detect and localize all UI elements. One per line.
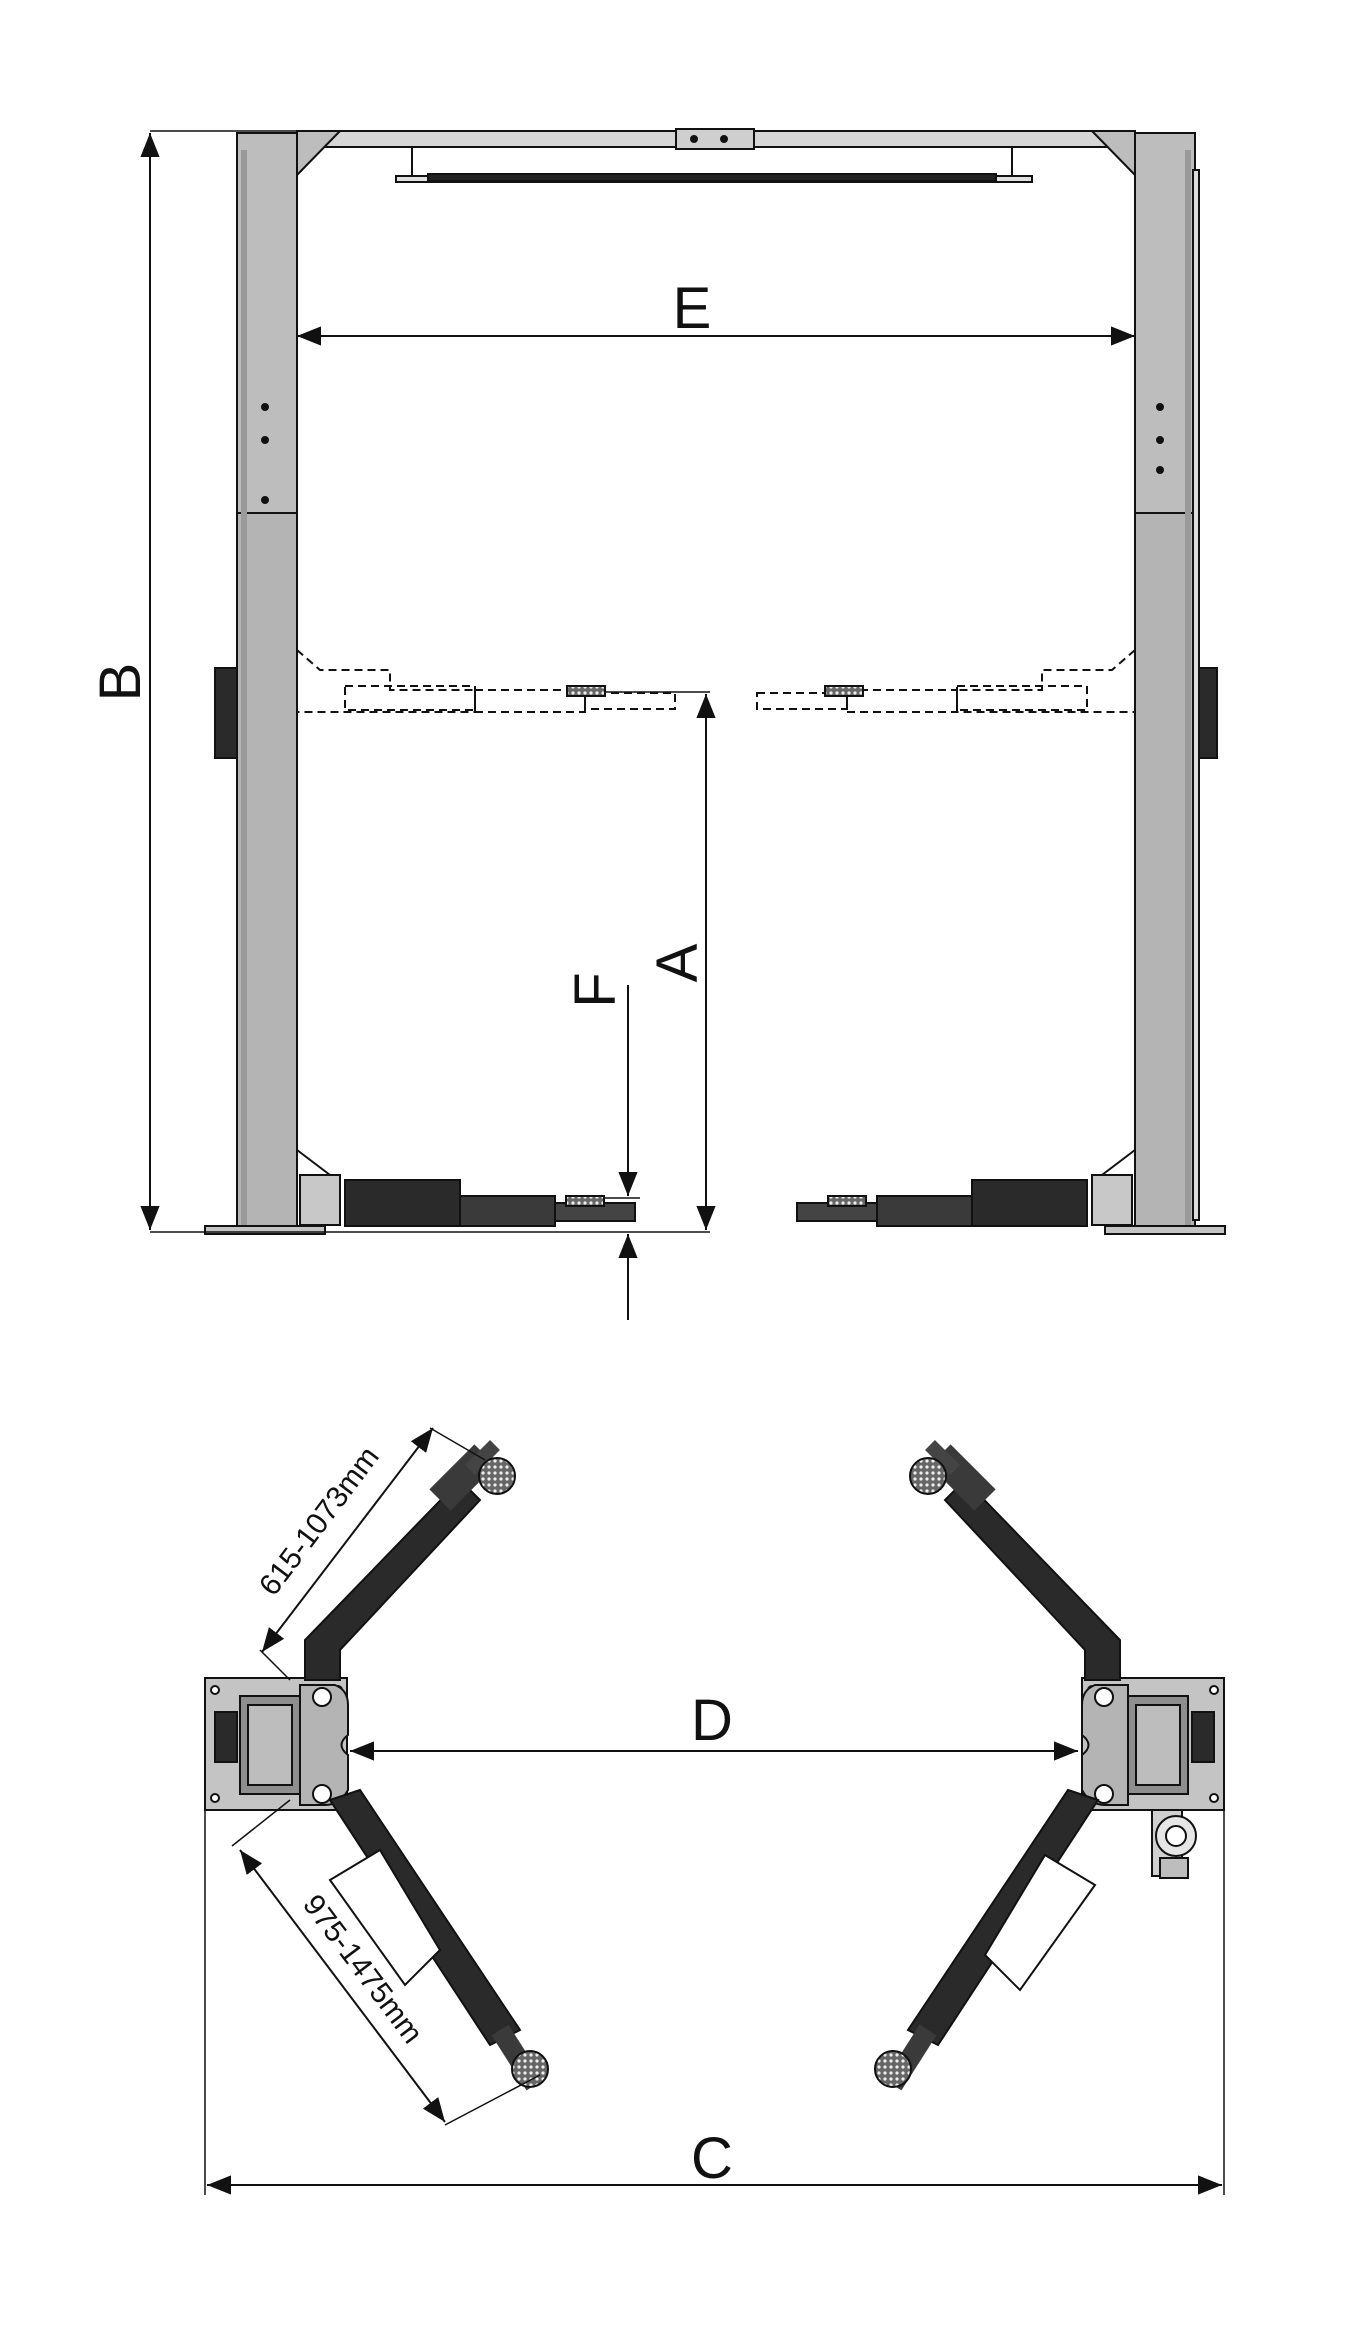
front-view: [140, 128, 1226, 1320]
label-b: B: [88, 663, 153, 702]
label-d: D: [691, 1688, 733, 1753]
label-a: A: [645, 943, 710, 982]
top-extension-lines: [204, 1427, 1225, 2195]
overhead-beam: [296, 128, 1136, 183]
label-c: C: [691, 2126, 733, 2191]
raised-pads: [566, 685, 864, 697]
right-long-arm-pad: [874, 2050, 912, 2088]
dim-short-arm-arrow: [261, 1427, 434, 1653]
right-short-arm: [909, 1440, 1121, 1681]
left-long-arm-pad: [511, 2050, 549, 2088]
right-post: [1104, 132, 1226, 1235]
left-post: [204, 132, 326, 1235]
raised-arms: [296, 520, 1136, 713]
right-long-arm: [874, 1788, 1100, 2091]
label-f: F: [563, 972, 628, 1007]
dim-long-arm-arrow: [239, 1849, 446, 2123]
power-unit: [1151, 1809, 1197, 1879]
left-base-plate: [204, 1677, 349, 1811]
right-short-arm-pad: [909, 1457, 947, 1495]
top-view: [204, 1427, 1225, 2195]
label-e: E: [673, 276, 712, 341]
left-long-arm: [328, 1788, 549, 2091]
lowered-arms: [296, 1149, 1136, 1227]
left-short-arm-pad: [478, 1457, 516, 1495]
right-base-plate: [1081, 1677, 1225, 1811]
extension-lines: [150, 130, 710, 1233]
